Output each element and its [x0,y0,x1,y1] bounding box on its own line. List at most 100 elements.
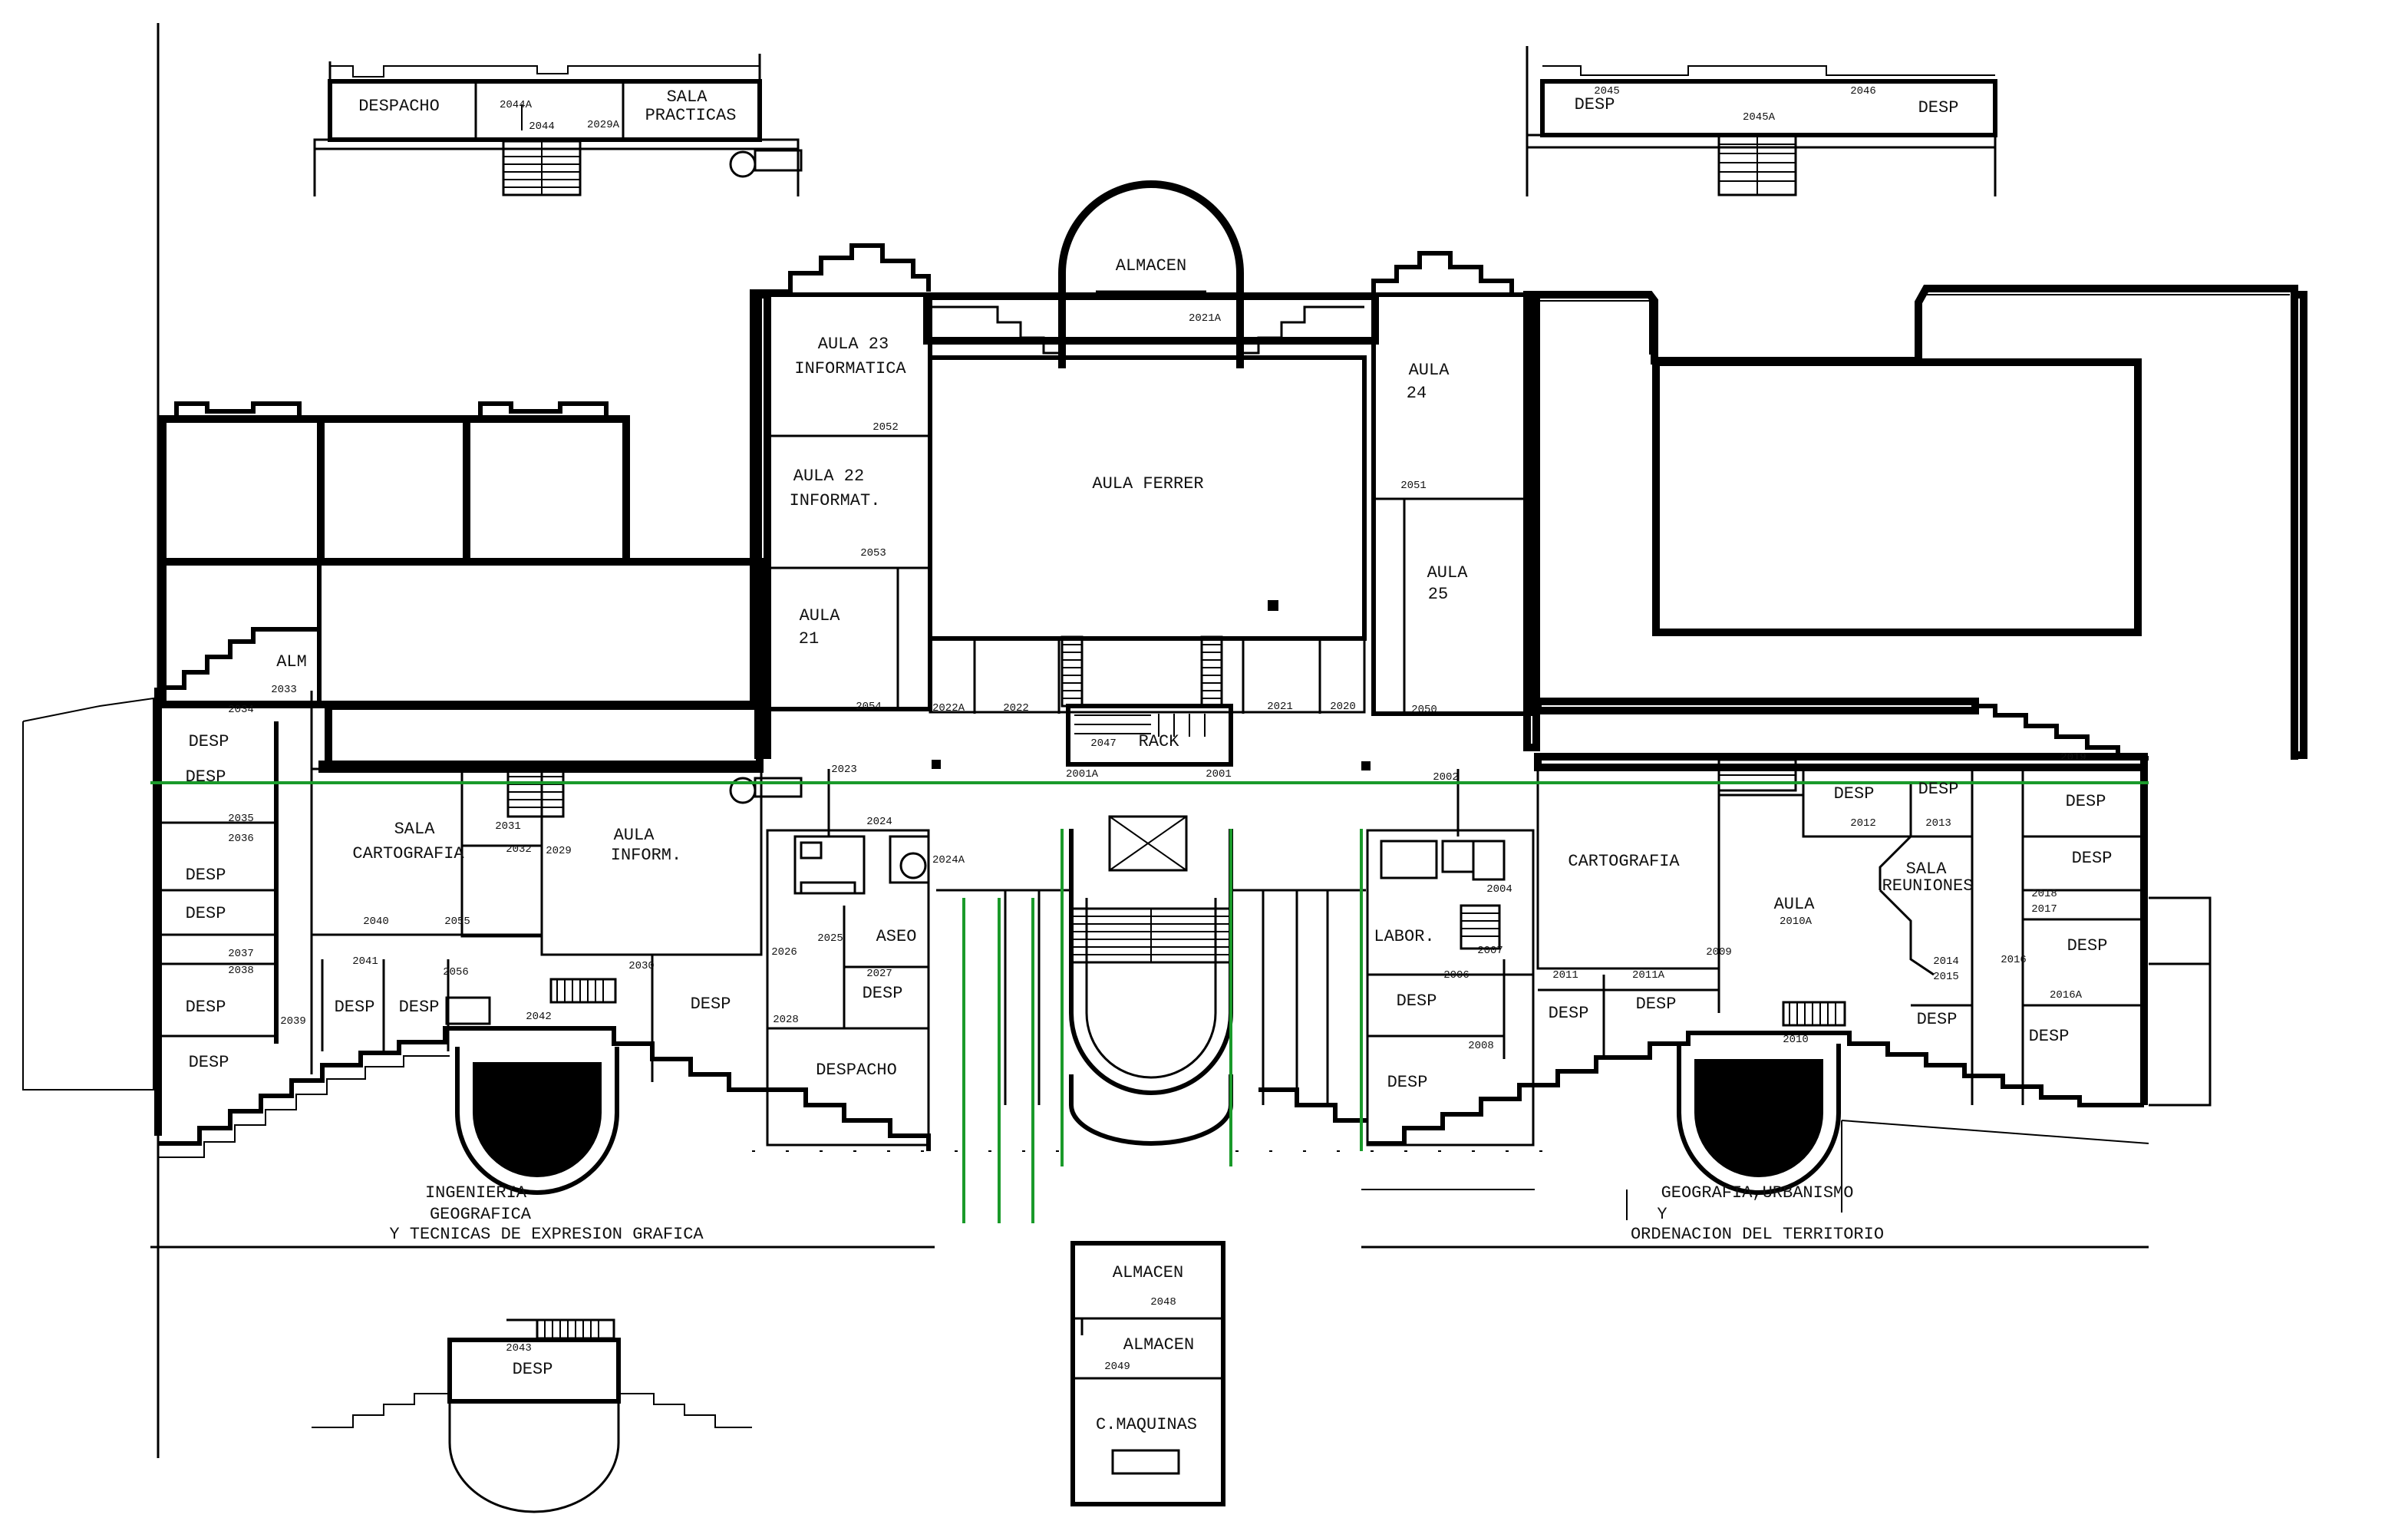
caption-left-2: GEOGRAFICA [430,1205,532,1224]
room-code-25: 2035 [228,813,254,825]
room-label-47: DESP [2067,936,2108,955]
room-code-36: 2055 [444,916,470,928]
room-label-13: 24 [1407,384,1427,403]
room-code-29: 2029 [546,845,572,857]
room-code-49: 2009 [1706,946,1732,959]
right-large-block [1538,285,2307,760]
room-code-39: 2004 [1486,883,1512,896]
room-label-51: DESP [2029,1027,2070,1046]
room-code-19: 2047 [1090,737,1117,750]
room-code-20: 2001A [1066,768,1099,780]
room-code-14: 2022A [932,702,965,714]
room-code-44: 2041 [352,955,378,968]
room-code-24: 2019 [2060,751,2086,764]
caption-right-1: GEOGRAFIA,URBANISMO [1661,1183,1854,1203]
room-code-53: 2011 [1552,969,1578,982]
room-label-17: 21 [799,629,819,648]
room-code-8: 2052 [872,421,899,434]
room-code-57: 2042 [526,1011,552,1023]
room-code-51: 2015 [1933,971,1959,983]
room-code-33: 2013 [1925,817,1951,830]
room-label-3: PRACTICAS [645,106,737,125]
room-label-5: DESP [1918,98,1959,117]
room-label-55: DESP [513,1360,553,1379]
room-code-2: 2044 [529,120,555,133]
detail-top-right [1526,46,1997,196]
room-label-32: DESP [189,1053,229,1072]
room-label-54: C.MAQUINAS [1096,1415,1197,1434]
right-wing [1361,698,2212,1220]
room-code-11: 2034 [228,704,254,716]
stairs-right-service [1460,904,1501,950]
room-label-8: INFORMATICA [794,359,906,378]
left-wing [22,401,803,1195]
room-label-30: DESP [399,998,440,1017]
room-code-3: 2029A [587,119,620,131]
room-label-34: DESP [863,984,903,1003]
room-label-16: AULA [800,606,841,625]
room-code-28: 2032 [506,843,532,856]
room-label-12: AULA [1409,361,1450,380]
room-label-50: DESP [1917,1010,1958,1029]
room-code-23: 2023 [831,764,857,776]
room-label-20: DESP [186,767,226,787]
detail-top-left [313,54,803,196]
room-code-10: 2053 [860,547,886,559]
room-code-42: 2037 [228,948,254,960]
room-label-22: SALA [394,820,436,839]
room-code-54: 2011A [1632,969,1665,982]
room-label-25: INFORM. [611,846,681,865]
room-label-29: DESP [335,998,375,1017]
room-label-39: CARTOGRAFIA [1568,852,1680,871]
room-code-4: 2045 [1594,85,1620,97]
room-label-27: DESP [186,904,226,923]
room-label-37: DESP [1397,992,1437,1011]
department-captions: INGENIERIA GEOGRAFICA Y TECNICAS DE EXPR… [389,1183,1884,1244]
room-label-43: SALA [1906,860,1948,879]
room-code-21: 2001 [1206,768,1232,780]
room-code-1: 2044A [500,99,533,111]
room-code-16: 2021 [1267,701,1293,713]
room-code-63: 2049 [1104,1361,1130,1373]
stairs-ferrer-right [1200,635,1223,708]
room-codes: 2044A 2044 2029A 2045 2045A 2046 2021A 2… [228,85,2086,1373]
room-code-56: 2039 [280,1015,306,1028]
room-code-13: 2054 [856,701,882,713]
room-label-18: ALM [276,652,307,671]
room-label-48: DESP [1549,1004,1589,1023]
stairs-rack [1074,714,1206,737]
detail-bottom-left [312,1318,752,1513]
room-label-28: DESP [186,998,226,1017]
room-label-44: REUNIONES [1882,876,1974,896]
room-label-46: DESP [2072,849,2113,868]
room-code-38: 2025 [817,932,843,945]
room-code-41: 2017 [2031,903,2057,916]
caption-right-2: Y [1657,1205,1667,1224]
room-code-62: 2048 [1150,1296,1176,1308]
right-aulas [1371,251,1540,751]
room-labels: DESPACHO SALA PRACTICAS DESP DESP ALMACE… [186,87,2113,1434]
stairs-left-central [506,767,565,818]
room-code-32: 2012 [1850,817,1876,830]
stairs-top-left [502,140,582,196]
detail-bottom-centre [1070,1241,1225,1506]
room-code-61: 2010 [1783,1034,1809,1046]
room-code-26: 2036 [228,833,254,845]
room-label-26: DESP [186,866,226,885]
room-label-24: AULA [614,826,655,845]
room-code-55: 2006 [1443,969,1470,982]
room-code-27: 2031 [495,820,521,833]
stairs-bottom-left [536,1318,615,1340]
room-code-37: 2026 [771,946,797,959]
caption-left-1: INGENIERIA [425,1183,527,1203]
stairs-left-south [445,978,617,1025]
room-code-7: 2021A [1189,312,1222,325]
room-code-47: 2027 [866,968,892,980]
room-code-34: 2010A [1780,916,1813,928]
room-label-19: DESP [189,732,229,751]
stairs-top-right [1717,134,1797,196]
room-code-59: 2016A [2050,989,2083,1001]
room-code-31: 2024A [932,854,965,866]
room-code-48: 2007 [1477,945,1503,957]
